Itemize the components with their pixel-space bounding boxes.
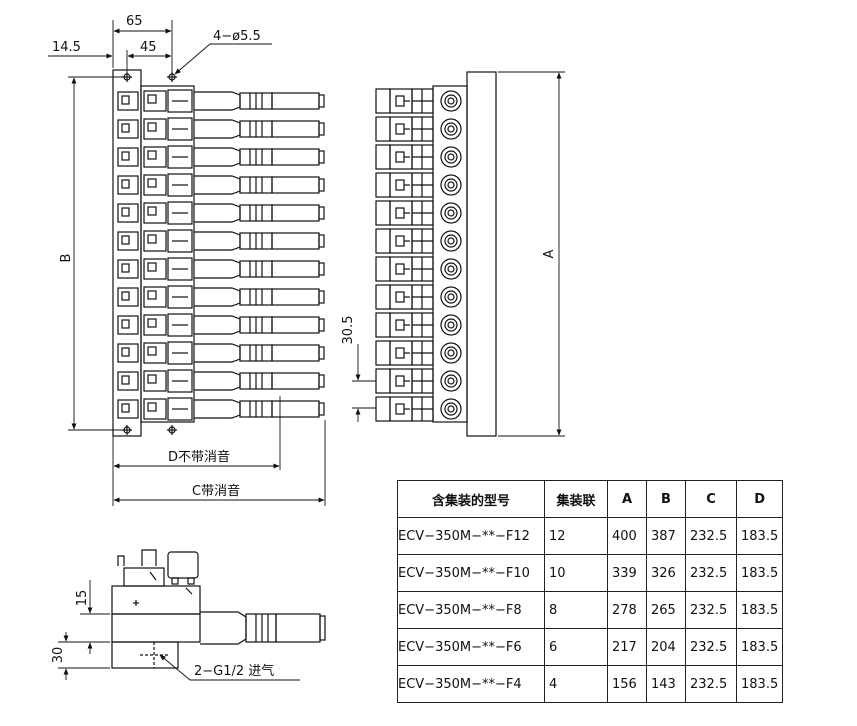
header-model: 含集装的型号: [397, 480, 545, 518]
cell-d: 183.5: [735, 665, 784, 703]
end-view: [375, 71, 497, 437]
side-dimensions: [58, 580, 300, 681]
side-view: [111, 549, 326, 669]
table-header-row: 含集装的型号 集装联 A B C D: [397, 480, 784, 518]
table-row: ECV−350M−**−F8 8 278 265 232.5 183.5: [397, 591, 784, 629]
end-valve-station: [375, 116, 462, 142]
header-d: D: [735, 480, 784, 518]
end-valve-station: [375, 340, 462, 366]
front-valve-station: [117, 89, 325, 113]
front-view: [112, 69, 325, 437]
dim-30: 30: [51, 647, 66, 664]
cell-a: 400: [607, 517, 647, 555]
front-valve-station: [117, 285, 325, 309]
dim-a: A: [542, 249, 557, 258]
cell-stations: 12: [544, 517, 608, 555]
cell-a: 156: [607, 665, 647, 703]
end-valve-station: [375, 228, 462, 254]
cell-b: 326: [646, 554, 686, 592]
front-valve-station: [117, 229, 325, 253]
front-dimensions: [48, 20, 326, 506]
cell-b: 204: [646, 628, 686, 666]
cell-c: 232.5: [685, 517, 737, 555]
cell-stations: 8: [544, 591, 608, 629]
end-valve-station: [375, 284, 462, 310]
cell-c: 232.5: [685, 628, 737, 666]
end-valve-station: [375, 312, 462, 338]
cell-d: 183.5: [735, 517, 784, 555]
front-valve-station: [117, 369, 325, 393]
cell-d: 183.5: [735, 554, 784, 592]
header-a: A: [607, 480, 647, 518]
end-valve-rows: [375, 88, 462, 422]
cell-model: ECV−350M−**−F4: [397, 665, 545, 703]
dim-45: 45: [140, 40, 157, 55]
end-valve-station: [375, 368, 462, 394]
cell-d: 183.5: [735, 628, 784, 666]
cell-b: 143: [646, 665, 686, 703]
cell-b: 387: [646, 517, 686, 555]
front-valve-station: [117, 145, 325, 169]
dim-30-5: 30.5: [341, 316, 356, 345]
port-note: 2−G1/2 进气: [194, 663, 274, 679]
header-c: C: [685, 480, 737, 518]
end-plate: [466, 71, 497, 437]
cell-stations: 4: [544, 665, 608, 703]
table-row: ECV−350M−**−F4 4 156 143 232.5 183.5: [397, 665, 784, 703]
cell-model: ECV−350M−**−F10: [397, 554, 545, 592]
header-stations: 集装联: [544, 480, 608, 518]
front-valve-station: [117, 313, 325, 337]
dimension-table: 含集装的型号 集装联 A B C D ECV−350M−**−F12 12 40…: [397, 480, 784, 703]
mounting-plate: [112, 69, 142, 437]
table-row: ECV−350M−**−F6 6 217 204 232.5 183.5: [397, 628, 784, 666]
end-valve-station: [375, 172, 462, 198]
dim-b: B: [59, 254, 74, 263]
dim-65: 65: [126, 14, 143, 29]
dim-15: 15: [75, 590, 90, 607]
mounting-holes: [122, 72, 177, 435]
cell-c: 232.5: [685, 554, 737, 592]
cell-c: 232.5: [685, 591, 737, 629]
cell-model: ECV−350M−**−F8: [397, 591, 545, 629]
front-valve-rows: [117, 89, 325, 421]
end-valve-station: [375, 256, 462, 282]
end-dimensions: [352, 71, 565, 437]
front-valve-station: [117, 201, 325, 225]
cell-a: 339: [607, 554, 647, 592]
cell-stations: 6: [544, 628, 608, 666]
front-valve-station: [117, 117, 325, 141]
end-valve-station: [375, 144, 462, 170]
cell-d: 183.5: [735, 591, 784, 629]
dim-holes: 4−ø5.5: [213, 29, 261, 44]
cell-stations: 10: [544, 554, 608, 592]
cell-a: 217: [607, 628, 647, 666]
front-valve-station: [117, 341, 325, 365]
front-valve-station: [117, 397, 325, 421]
dim-14-5: 14.5: [52, 40, 81, 55]
cell-c: 232.5: [685, 665, 737, 703]
cell-model: ECV−350M−**−F6: [397, 628, 545, 666]
cell-model: ECV−350M−**−F12: [397, 517, 545, 555]
front-valve-station: [117, 173, 325, 197]
table-row: ECV−350M−**−F12 12 400 387 232.5 183.5: [397, 517, 784, 555]
cell-a: 278: [607, 591, 647, 629]
dim-d: D不带消音: [168, 449, 230, 465]
cell-b: 265: [646, 591, 686, 629]
dim-c: C带消音: [192, 483, 240, 499]
table-row: ECV−350M−**−F10 10 339 326 232.5 183.5: [397, 554, 784, 592]
end-valve-station: [375, 88, 462, 114]
header-b: B: [646, 480, 686, 518]
front-valve-station: [117, 257, 325, 281]
end-valve-station: [375, 396, 462, 422]
end-valve-station: [375, 200, 462, 226]
